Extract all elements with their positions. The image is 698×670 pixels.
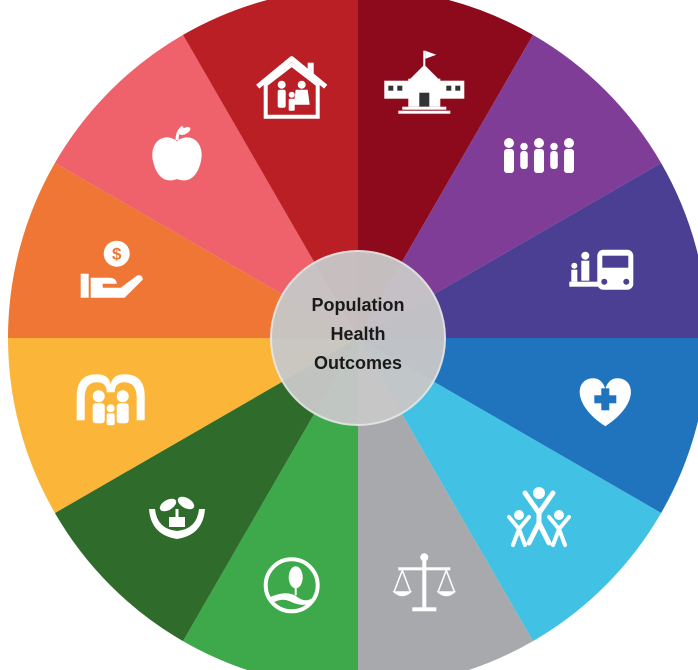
center-hub: Population Health Outcomes [270, 250, 446, 426]
house-family-icon [256, 56, 328, 119]
wheel-segment [358, 34, 662, 338]
park-path-icon [263, 557, 320, 614]
svg-text:$: $ [112, 245, 122, 264]
wheel-segment [54, 338, 358, 642]
center-title-line-3: Outcomes [314, 353, 402, 373]
wheel-segment [358, 163, 698, 338]
wheel-icons: $ [76, 50, 634, 614]
wheel-segment [183, 338, 358, 670]
wheel-segment [358, 338, 662, 642]
public-transit-icon [569, 249, 634, 290]
center-title-line-2: Health [330, 324, 385, 344]
center-title-line-1: Population [312, 295, 405, 315]
family-support-icon [76, 374, 145, 426]
money-in-hand-icon: $ [80, 240, 143, 298]
plant-in-hands-icon [149, 496, 205, 539]
family-group-icon [504, 138, 574, 173]
center-circle [270, 250, 446, 426]
wheel-segment [54, 34, 358, 338]
wheel-segment [358, 338, 533, 670]
justice-scales-icon [392, 553, 457, 612]
community-people-icon [507, 487, 571, 547]
school-icon [384, 50, 465, 114]
apple-icon [152, 125, 202, 181]
heart-health-icon [579, 378, 631, 427]
